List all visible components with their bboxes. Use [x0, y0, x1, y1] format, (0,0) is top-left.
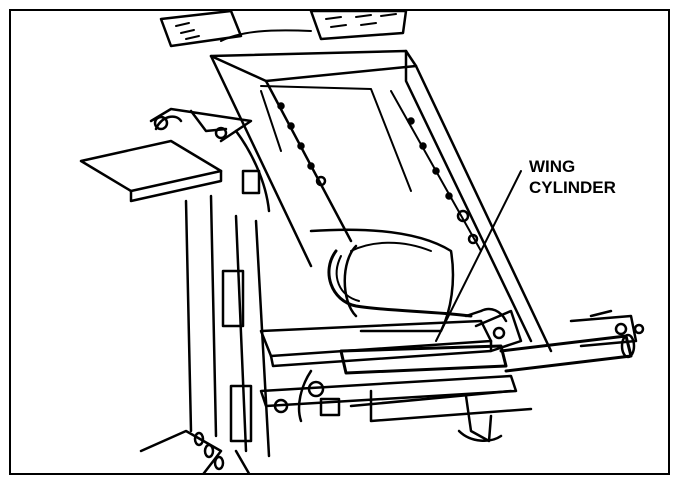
lower-beam	[259, 369, 533, 443]
left-bracket	[79, 107, 271, 213]
figure-frame: WING CYLINDER	[9, 9, 670, 475]
hydraulic-hose	[327, 249, 473, 318]
control-panel	[159, 11, 408, 48]
wing-cylinder-assembly	[259, 307, 645, 375]
callout-line-1: WING	[529, 157, 576, 176]
callout-leader-line	[435, 170, 522, 342]
main-frame	[209, 49, 553, 353]
left-post	[139, 194, 271, 473]
wing-cylinder-illustration	[79, 11, 645, 473]
seat-cushion	[309, 228, 455, 333]
callout-line-2: CYLINDER	[529, 178, 616, 197]
wing-cylinder-label: WING CYLINDER	[529, 156, 616, 198]
